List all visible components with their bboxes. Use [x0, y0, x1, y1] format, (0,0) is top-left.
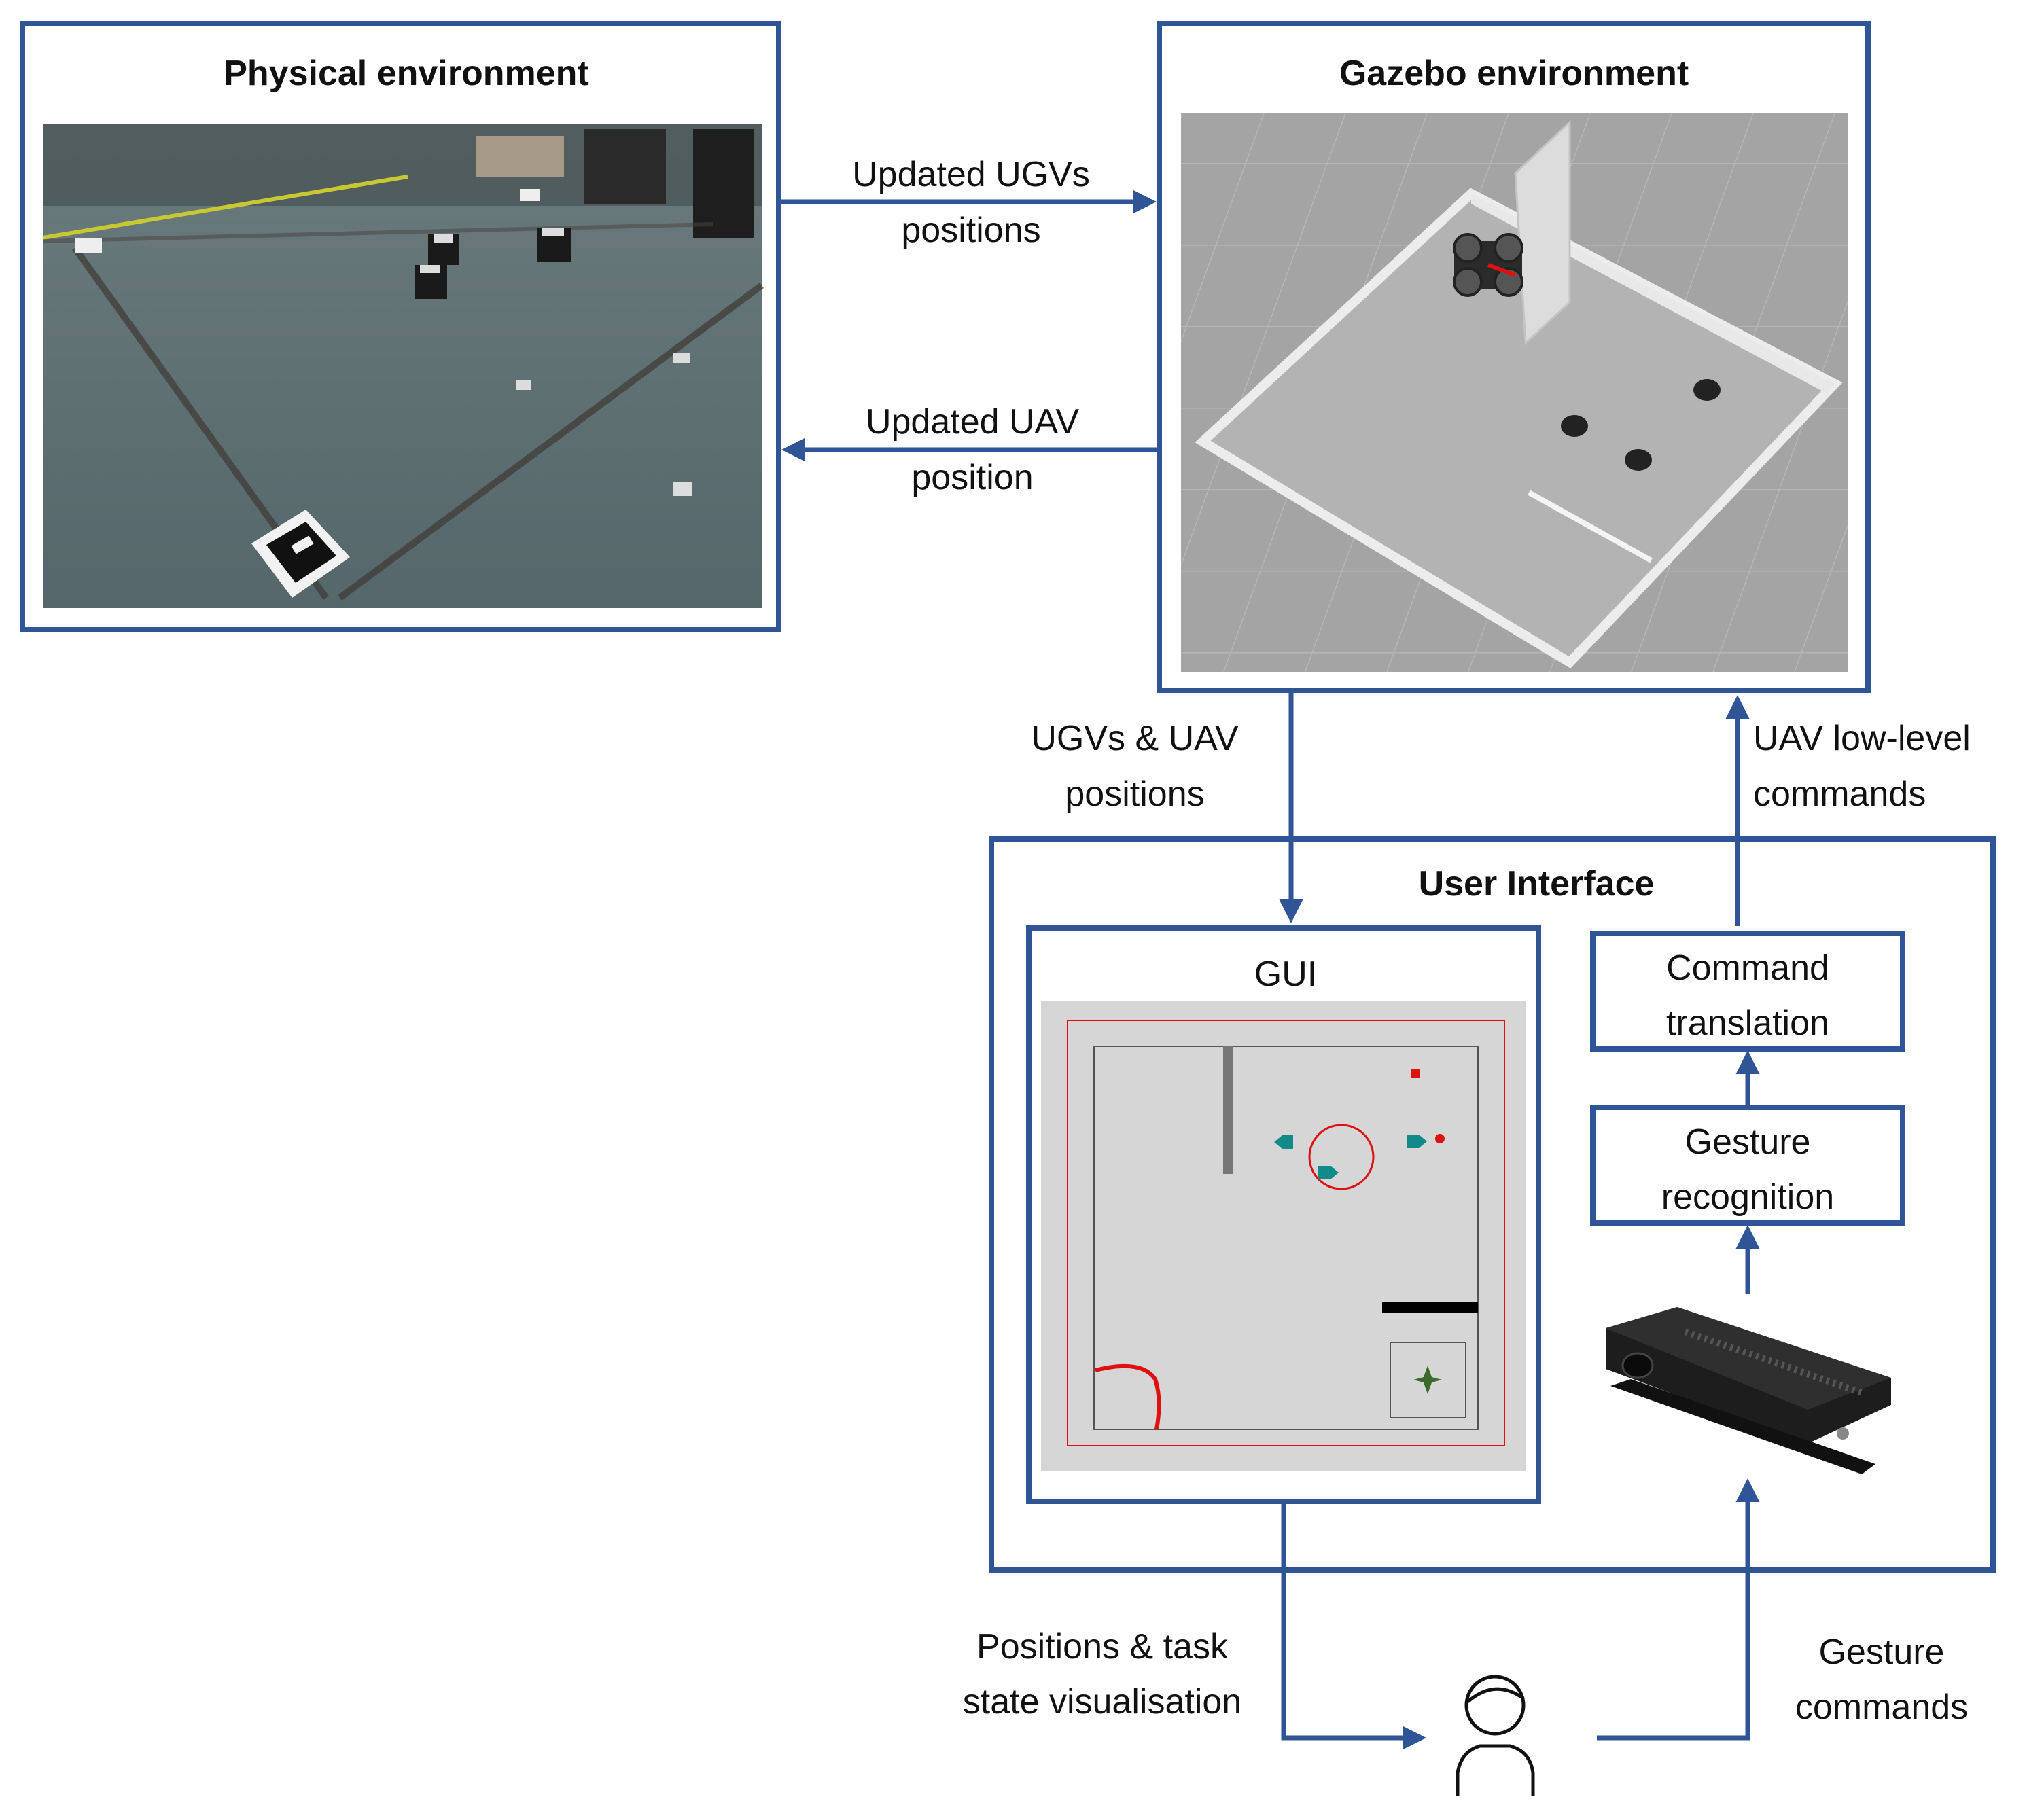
- uav-trajectory: [1095, 1363, 1161, 1430]
- uav-commands-label-line1: UAV low-level: [1753, 719, 1971, 758]
- visualisation-label-line2: state visualisation: [963, 1682, 1241, 1721]
- arrow-ugvs-uav-positions: UGVs & UAV positions: [1031, 693, 1303, 923]
- uav-commands-label-line2: commands: [1753, 774, 1926, 814]
- gesture-recognition-label-line1: Gesture: [1685, 1122, 1811, 1162]
- ugv-icon: [1407, 1135, 1427, 1148]
- gui-box: GUI: [1026, 925, 1541, 1504]
- command-translation-label-line1: Command: [1666, 948, 1829, 988]
- gazebo-environment-title: Gazebo environment: [1339, 54, 1689, 93]
- ugv-icon: [537, 228, 571, 262]
- arrow-uav-low-level-commands: UAV low-level commands: [1725, 695, 1971, 926]
- gui-map-view: [1041, 1001, 1526, 1471]
- user-icon: [1456, 1675, 1535, 1796]
- physical-environment-title: Physical environment: [224, 54, 589, 93]
- ugv-icon: [1274, 1135, 1293, 1149]
- ugv-icon: [428, 234, 459, 265]
- arrow-updated-uav-position: Updated UAV position: [781, 402, 1159, 497]
- arrow-updated-ugvs-positions: Updated UGVs positions: [779, 155, 1157, 250]
- ugv-icon: [415, 265, 447, 299]
- ugv-icon: [1625, 449, 1652, 471]
- user-interface-title: User Interface: [1419, 864, 1655, 904]
- user-interface-panel: User Interface GUI: [989, 836, 1996, 1573]
- updated-ugvs-positions-label-line1: Updated UGVs: [852, 155, 1090, 194]
- arrow-positions-task-visualisation: Positions & task state visualisation: [963, 1501, 1426, 1750]
- physical-environment-panel: Physical environment: [20, 21, 781, 632]
- ugv-icon: [1318, 1166, 1339, 1179]
- ugvs-uav-positions-label-line1: UGVs & UAV: [1031, 719, 1239, 758]
- updated-uav-position-label-line1: Updated UAV: [866, 402, 1079, 442]
- physical-environment-photo: [42, 124, 764, 608]
- gazebo-simulation-view: [1181, 113, 1848, 672]
- gesture-recognition-box: Gesture recognition: [1590, 1105, 1905, 1226]
- gesture-commands-label-line1: Gesture: [1819, 1632, 1945, 1672]
- updated-uav-position-label-line2: position: [911, 458, 1033, 497]
- gesture-recognition-label-line2: recognition: [1661, 1177, 1834, 1217]
- gazebo-environment-panel: Gazebo environment: [1157, 21, 1871, 693]
- ugv-icon: [1693, 379, 1721, 401]
- gui-title: GUI: [1254, 954, 1317, 994]
- gesture-commands-label-line2: commands: [1795, 1688, 1968, 1727]
- command-translation-label-line2: translation: [1666, 1003, 1829, 1043]
- arrow-gesture-commands: Gesture commands: [1597, 1478, 1968, 1741]
- command-translation-box: Command translation: [1590, 931, 1905, 1052]
- ugvs-uav-positions-label-line2: positions: [1065, 774, 1204, 814]
- uav-icon: [1453, 233, 1523, 297]
- updated-ugvs-positions-label-line2: positions: [901, 211, 1040, 250]
- ugv-icon: [1561, 415, 1588, 437]
- visualisation-label-line1: Positions & task: [976, 1627, 1229, 1666]
- target-star-icon: [1413, 1366, 1442, 1394]
- kinect-sensor-icon: [1606, 1307, 1891, 1474]
- aruco-marker-icon: [251, 510, 350, 598]
